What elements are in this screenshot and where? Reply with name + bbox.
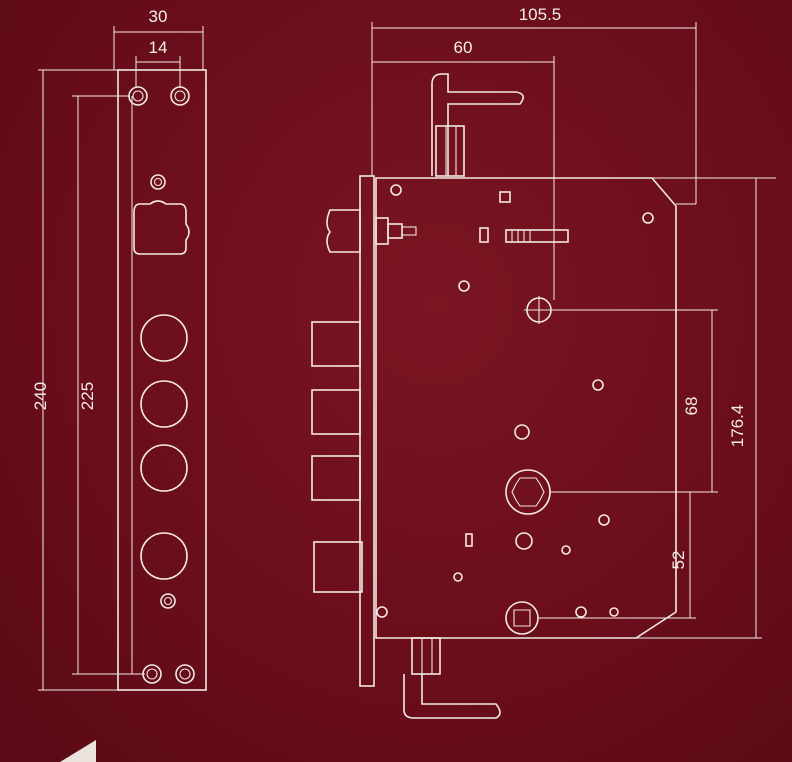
lock-front-strip [359, 175, 375, 687]
faceplate [117, 69, 207, 691]
faceplate-bolt-hole [140, 444, 188, 492]
dead-bolt [311, 455, 361, 501]
dead-bolt [311, 321, 361, 367]
handle-spindle-hole [524, 296, 554, 324]
faceplate-small-hole [160, 593, 176, 609]
faceplate-bolt-hole [140, 314, 188, 362]
dim-label-hole-pitch: 225 [78, 382, 97, 410]
dim-label-hole-spacing: 14 [149, 38, 168, 57]
faceplate-small-hole [150, 174, 166, 190]
lock-internal-details [376, 184, 654, 618]
dim-label-body-height: 176.4 [728, 405, 747, 448]
faceplate-spindle-opening [133, 200, 190, 255]
faceplate-dimensions [38, 26, 204, 691]
faceplate-screw-hole [142, 664, 162, 684]
dead-bolt [311, 389, 361, 435]
lock-body-dimensions [371, 22, 776, 639]
faceplate-outline [117, 69, 207, 691]
dead-bolt [313, 541, 363, 593]
dim-label-faceplate-width: 30 [149, 7, 168, 26]
upper-lever [431, 73, 524, 177]
cylinder-gear-hole [505, 469, 551, 515]
dim-label-handle-to-cylinder: 68 [682, 397, 701, 416]
lower-lever [403, 637, 501, 719]
corner-decoration [60, 740, 96, 762]
dim-label-faceplate-length: 240 [31, 382, 50, 410]
faceplate-screw-hole [170, 86, 190, 106]
faceplate-bolt-hole [140, 532, 188, 580]
latch-bolt [326, 209, 417, 253]
dim-label-cylinder-to-lower: 52 [669, 551, 688, 570]
lower-spindle-hole [505, 601, 539, 635]
faceplate-bolt-hole [140, 380, 188, 428]
faceplate-screw-hole [175, 664, 195, 684]
dim-label-backset: 60 [454, 38, 473, 57]
dim-label-overall-width: 105.5 [519, 5, 562, 24]
lock-case-outline [375, 177, 677, 639]
